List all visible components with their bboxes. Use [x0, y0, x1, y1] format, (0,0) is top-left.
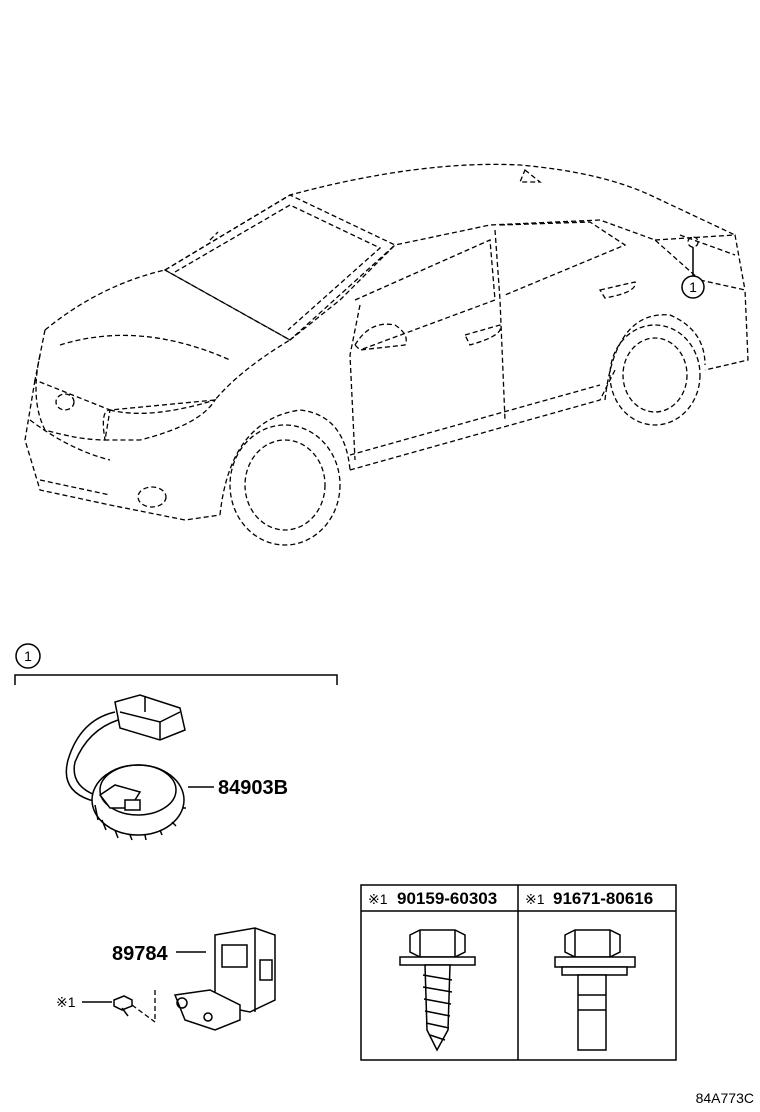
sensor-part-number: 89784 [112, 943, 168, 965]
location-callout: 1 [681, 275, 705, 299]
fastener-col1-part-number: 90159-60303 [397, 889, 497, 908]
screw-reference-mark: ※1 [56, 994, 76, 1010]
car-illustration [24, 163, 749, 546]
diagram-code: 84A773C [696, 1090, 754, 1106]
clockspring-part [65, 694, 214, 841]
tapping-screw-icon [399, 929, 476, 1052]
fastener-table: ※1 90159-60303 ※1 91671-80616 [360, 884, 677, 1061]
fastener-col2-mark: ※1 [525, 891, 545, 907]
svg-text:1: 1 [24, 648, 32, 664]
section-bracket [14, 674, 338, 685]
svg-text:1: 1 [689, 279, 697, 295]
flange-bolt-icon [554, 929, 636, 1051]
clockspring-part-number: 84903B [218, 777, 288, 799]
sensor-part [82, 927, 276, 1031]
fastener-col1-mark: ※1 [368, 891, 388, 907]
fastener-col2-part-number: 91671-80616 [553, 889, 653, 908]
section-marker: 1 [14, 643, 338, 685]
